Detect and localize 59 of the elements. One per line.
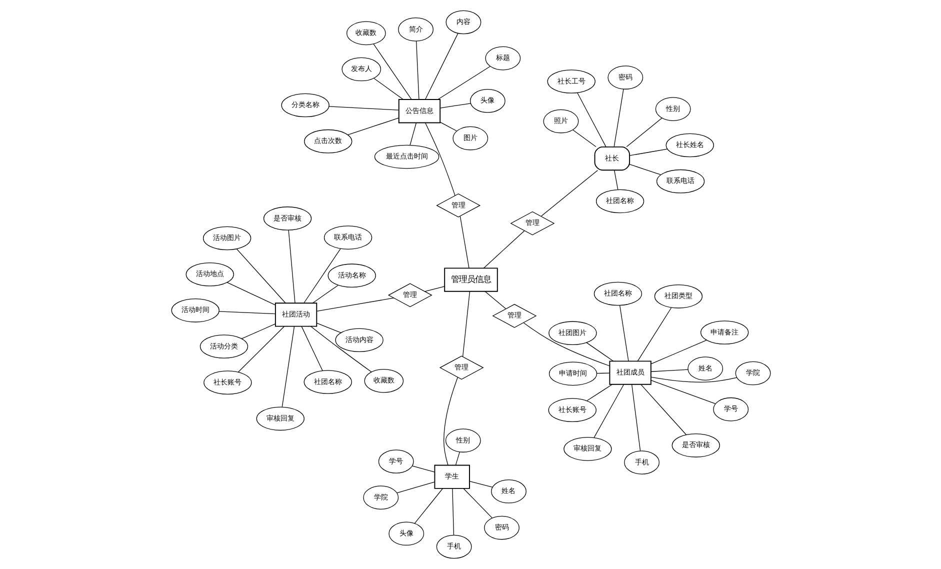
connector	[372, 44, 412, 100]
connector	[613, 88, 624, 148]
connector	[454, 452, 460, 466]
connector	[312, 284, 338, 304]
connector	[414, 488, 442, 524]
connector	[482, 230, 524, 268]
connector	[650, 369, 688, 372]
connector	[628, 164, 661, 176]
connector	[412, 466, 435, 472]
connector	[424, 32, 458, 100]
connector	[439, 122, 456, 132]
connector	[236, 248, 286, 304]
connector	[316, 322, 341, 334]
connector	[347, 118, 399, 136]
connector	[636, 307, 672, 362]
connector	[540, 170, 598, 216]
connector	[281, 326, 294, 408]
connector	[424, 286, 444, 292]
connector	[439, 103, 470, 108]
connector	[613, 170, 618, 190]
connector	[484, 291, 506, 310]
connector	[596, 372, 610, 374]
connector	[424, 122, 455, 196]
connector	[462, 488, 492, 518]
connector	[328, 106, 399, 110]
connector	[618, 305, 628, 362]
connector	[640, 384, 686, 436]
connector	[586, 384, 612, 402]
connector	[300, 326, 322, 371]
connector	[593, 384, 624, 438]
connector	[409, 122, 416, 146]
connector	[462, 291, 470, 357]
connector	[288, 230, 295, 304]
connector	[650, 340, 706, 364]
connector	[443, 377, 458, 466]
connector	[316, 298, 394, 312]
connector	[576, 92, 606, 148]
connector	[631, 384, 640, 452]
connector	[226, 282, 276, 306]
connector	[650, 376, 737, 382]
connector	[303, 248, 340, 304]
node-box: 管理员信息	[444, 268, 498, 292]
connector	[628, 148, 667, 156]
connector	[240, 324, 276, 340]
connector	[572, 130, 596, 148]
connector	[310, 326, 372, 372]
connector	[586, 342, 614, 362]
connector	[650, 380, 716, 404]
connector	[396, 482, 435, 494]
connector	[452, 488, 454, 536]
connector	[459, 216, 469, 268]
connector	[522, 322, 610, 366]
connector	[468, 481, 492, 488]
connector	[626, 118, 662, 148]
connector	[416, 40, 419, 100]
connector	[238, 326, 284, 372]
connector	[437, 66, 490, 100]
connector	[218, 311, 276, 314]
connector	[372, 78, 404, 100]
